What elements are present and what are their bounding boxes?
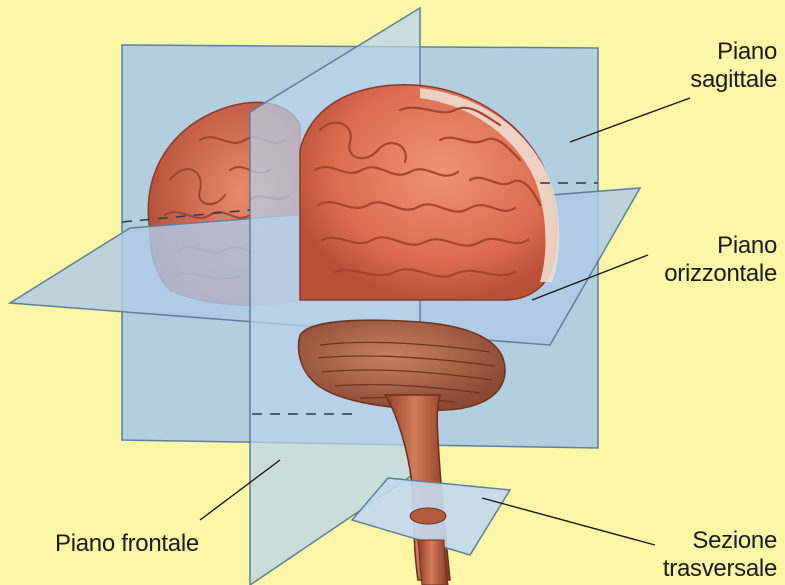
label-sagittale-line2: sagittale — [655, 66, 777, 94]
label-orizzontale-line2: orizzontale — [620, 260, 777, 288]
label-sagittale-line1: Piano — [655, 38, 777, 66]
label-orizzontale-line1: Piano — [620, 232, 777, 260]
label-trasversale-line1: Sezione — [620, 527, 777, 555]
label-sezione-trasversale: Sezione trasversale — [620, 527, 777, 583]
label-trasversale-line2: trasversale — [620, 555, 777, 583]
label-frontale-line1: Piano frontale — [55, 530, 199, 558]
label-piano-sagittale: Piano sagittale — [655, 38, 777, 94]
transverse-cut — [410, 508, 446, 524]
label-piano-frontale: Piano frontale — [55, 530, 199, 558]
brain-stem-lower — [418, 540, 448, 585]
label-piano-orizzontale: Piano orizzontale — [620, 232, 777, 288]
